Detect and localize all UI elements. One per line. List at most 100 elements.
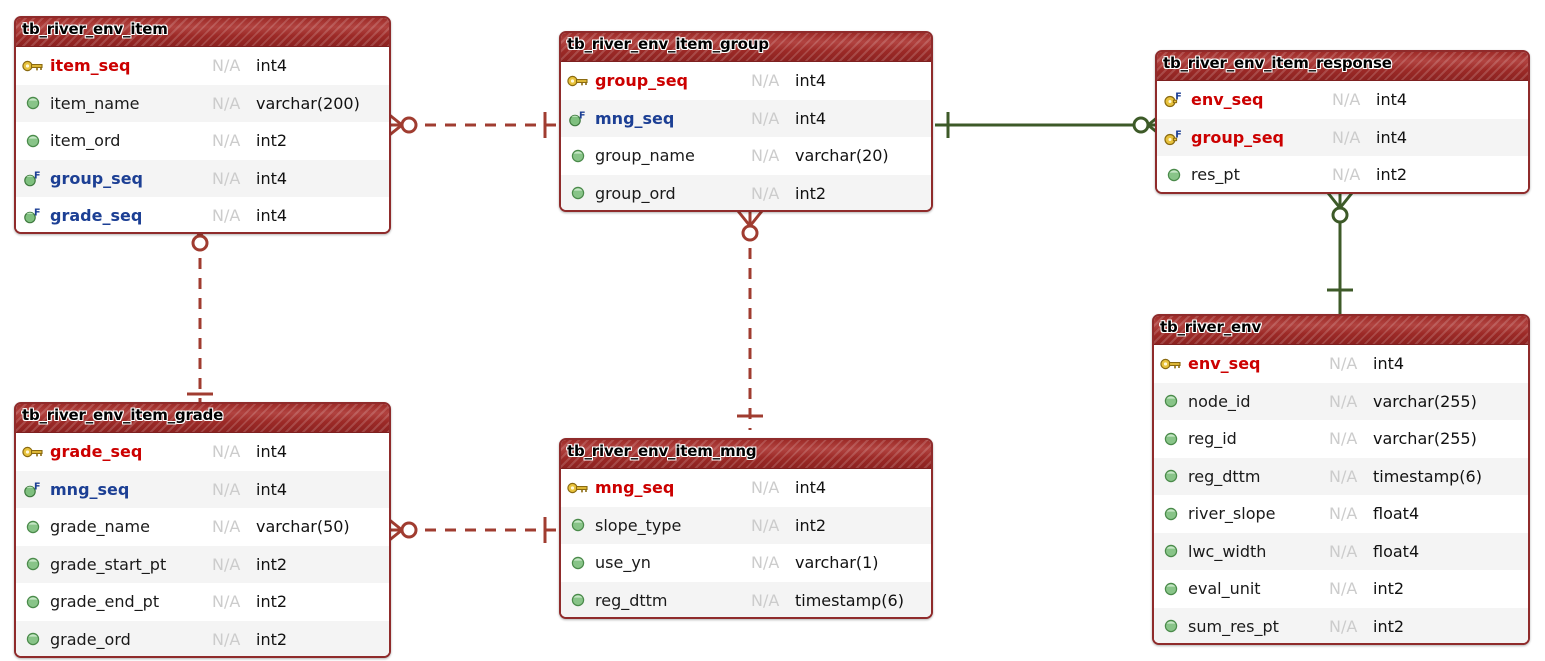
table-columns: F env_seq N/A int4 F group_seq N/A int4 …: [1157, 81, 1528, 192]
column-nullable: N/A: [1329, 616, 1358, 636]
column-row[interactable]: group_ord N/A int2: [561, 174, 931, 210]
column-row[interactable]: reg_dttm N/A timestamp(6): [561, 581, 931, 617]
table-tb_river_env_item_group[interactable]: tb_river_env_item_group group_seq N/A in…: [559, 31, 933, 212]
column-row[interactable]: river_slope N/A float4: [1154, 495, 1528, 533]
column-icon: [561, 592, 595, 608]
primary-key-icon: [1154, 356, 1188, 372]
column-name: node_id: [1188, 391, 1251, 411]
column-row[interactable]: F mng_seq N/A int4: [561, 99, 931, 137]
column-row[interactable]: item_ord N/A int2: [16, 122, 389, 160]
table-title: tb_river_env: [1160, 318, 1262, 336]
column-row[interactable]: F env_seq N/A int4: [1157, 81, 1528, 119]
column-nullable: N/A: [1329, 429, 1358, 449]
column-row[interactable]: eval_unit N/A int2: [1154, 570, 1528, 608]
column-nullable: N/A: [212, 131, 241, 151]
relationship-response-to-group[interactable]: [930, 100, 1165, 150]
column-name: grade_seq: [50, 206, 143, 226]
column-icon: [561, 517, 595, 533]
column-name: slope_type: [595, 515, 682, 535]
column-type: int4: [256, 168, 288, 188]
column-type: int4: [256, 442, 288, 462]
column-row[interactable]: grade_end_pt N/A int2: [16, 583, 389, 621]
table-header: tb_river_env_item_grade: [16, 404, 389, 433]
table-tb_river_env_item_response[interactable]: tb_river_env_item_response F env_seq N/A…: [1155, 50, 1530, 194]
svg-text:F: F: [34, 208, 41, 219]
table-title: tb_river_env_item_response: [1163, 54, 1392, 72]
column-row[interactable]: env_seq N/A int4: [1154, 345, 1528, 383]
column-nullable: N/A: [751, 590, 780, 610]
column-row[interactable]: grade_start_pt N/A int2: [16, 545, 389, 583]
column-type: int2: [1376, 165, 1408, 185]
column-name: group_name: [595, 146, 695, 166]
relationship-response-to-env[interactable]: [1315, 190, 1365, 320]
column-row[interactable]: res_pt N/A int2: [1157, 156, 1528, 192]
column-row[interactable]: F group_seq N/A int4: [1157, 118, 1528, 156]
column-row[interactable]: slope_type N/A int2: [561, 506, 931, 544]
column-type: int4: [795, 71, 827, 91]
column-row[interactable]: use_yn N/A varchar(1): [561, 544, 931, 582]
column-row[interactable]: node_id N/A varchar(255): [1154, 382, 1528, 420]
column-name: sum_res_pt: [1188, 616, 1279, 636]
column-type: int2: [256, 554, 288, 574]
column-row[interactable]: grade_ord N/A int2: [16, 620, 389, 656]
column-nullable: N/A: [212, 442, 241, 462]
column-row[interactable]: item_seq N/A int4: [16, 47, 389, 85]
table-title: tb_river_env_item_grade: [22, 406, 224, 424]
column-row[interactable]: reg_dttm N/A timestamp(6): [1154, 457, 1528, 495]
column-nullable: N/A: [751, 183, 780, 203]
column-name: item_name: [50, 93, 140, 113]
column-row[interactable]: grade_name N/A varchar(50): [16, 508, 389, 546]
column-name: grade_start_pt: [50, 554, 167, 574]
table-tb_river_env_item_mng[interactable]: tb_river_env_item_mng mng_seq N/A int4 s…: [559, 438, 933, 619]
column-row[interactable]: item_name N/A varchar(200): [16, 84, 389, 122]
column-nullable: N/A: [1329, 541, 1358, 561]
column-name: group_ord: [595, 183, 676, 203]
column-row[interactable]: group_name N/A varchar(20): [561, 137, 931, 175]
column-name: grade_end_pt: [50, 592, 160, 612]
primary-key-icon: [561, 480, 595, 496]
table-tb_river_env_item[interactable]: tb_river_env_item item_seq N/A int4 item…: [14, 16, 391, 234]
column-icon: [16, 133, 50, 149]
column-name: river_slope: [1188, 504, 1276, 524]
column-row[interactable]: mng_seq N/A int4: [561, 469, 931, 507]
column-nullable: N/A: [212, 517, 241, 537]
column-nullable: N/A: [1332, 165, 1361, 185]
column-row[interactable]: F mng_seq N/A int4: [16, 470, 389, 508]
relationship-group-to-mng[interactable]: [725, 208, 775, 438]
table-header: tb_river_env_item_mng: [561, 440, 931, 469]
column-name: group_seq: [595, 71, 689, 91]
relationship-grade-to-mng[interactable]: [385, 505, 570, 555]
column-nullable: N/A: [1329, 391, 1358, 411]
svg-text:F: F: [1175, 129, 1182, 140]
table-columns: item_seq N/A int4 item_name N/A varchar(…: [16, 47, 389, 232]
column-type: timestamp(6): [1373, 466, 1482, 486]
table-tb_river_env[interactable]: tb_river_env env_seq N/A int4 node_id N/…: [1152, 314, 1530, 645]
column-nullable: N/A: [212, 629, 241, 649]
column-row[interactable]: reg_id N/A varchar(255): [1154, 420, 1528, 458]
column-name: group_seq: [1191, 127, 1285, 147]
column-icon: [1154, 506, 1188, 522]
column-type: int4: [256, 479, 288, 499]
column-row[interactable]: F grade_seq N/A int4: [16, 197, 389, 232]
column-type: varchar(20): [795, 146, 889, 166]
relationship-item-to-group[interactable]: [385, 100, 570, 150]
column-row[interactable]: lwc_width N/A float4: [1154, 532, 1528, 570]
relationship-item-to-grade[interactable]: [175, 218, 225, 418]
column-row[interactable]: group_seq N/A int4: [561, 62, 931, 100]
column-row[interactable]: grade_seq N/A int4: [16, 433, 389, 471]
table-tb_river_env_item_grade[interactable]: tb_river_env_item_grade grade_seq N/A in…: [14, 402, 391, 658]
svg-text:F: F: [34, 481, 41, 492]
column-nullable: N/A: [751, 146, 780, 166]
column-row[interactable]: F group_seq N/A int4: [16, 159, 389, 197]
column-type: int2: [256, 629, 288, 649]
column-icon: [1154, 431, 1188, 447]
svg-text:F: F: [579, 110, 586, 121]
column-name: grade_name: [50, 517, 150, 537]
column-name: reg_id: [1188, 429, 1237, 449]
table-title: tb_river_env_item: [22, 20, 168, 38]
column-icon: [1154, 393, 1188, 409]
column-icon: [561, 185, 595, 201]
column-row[interactable]: sum_res_pt N/A int2: [1154, 607, 1528, 643]
column-nullable: N/A: [212, 554, 241, 574]
